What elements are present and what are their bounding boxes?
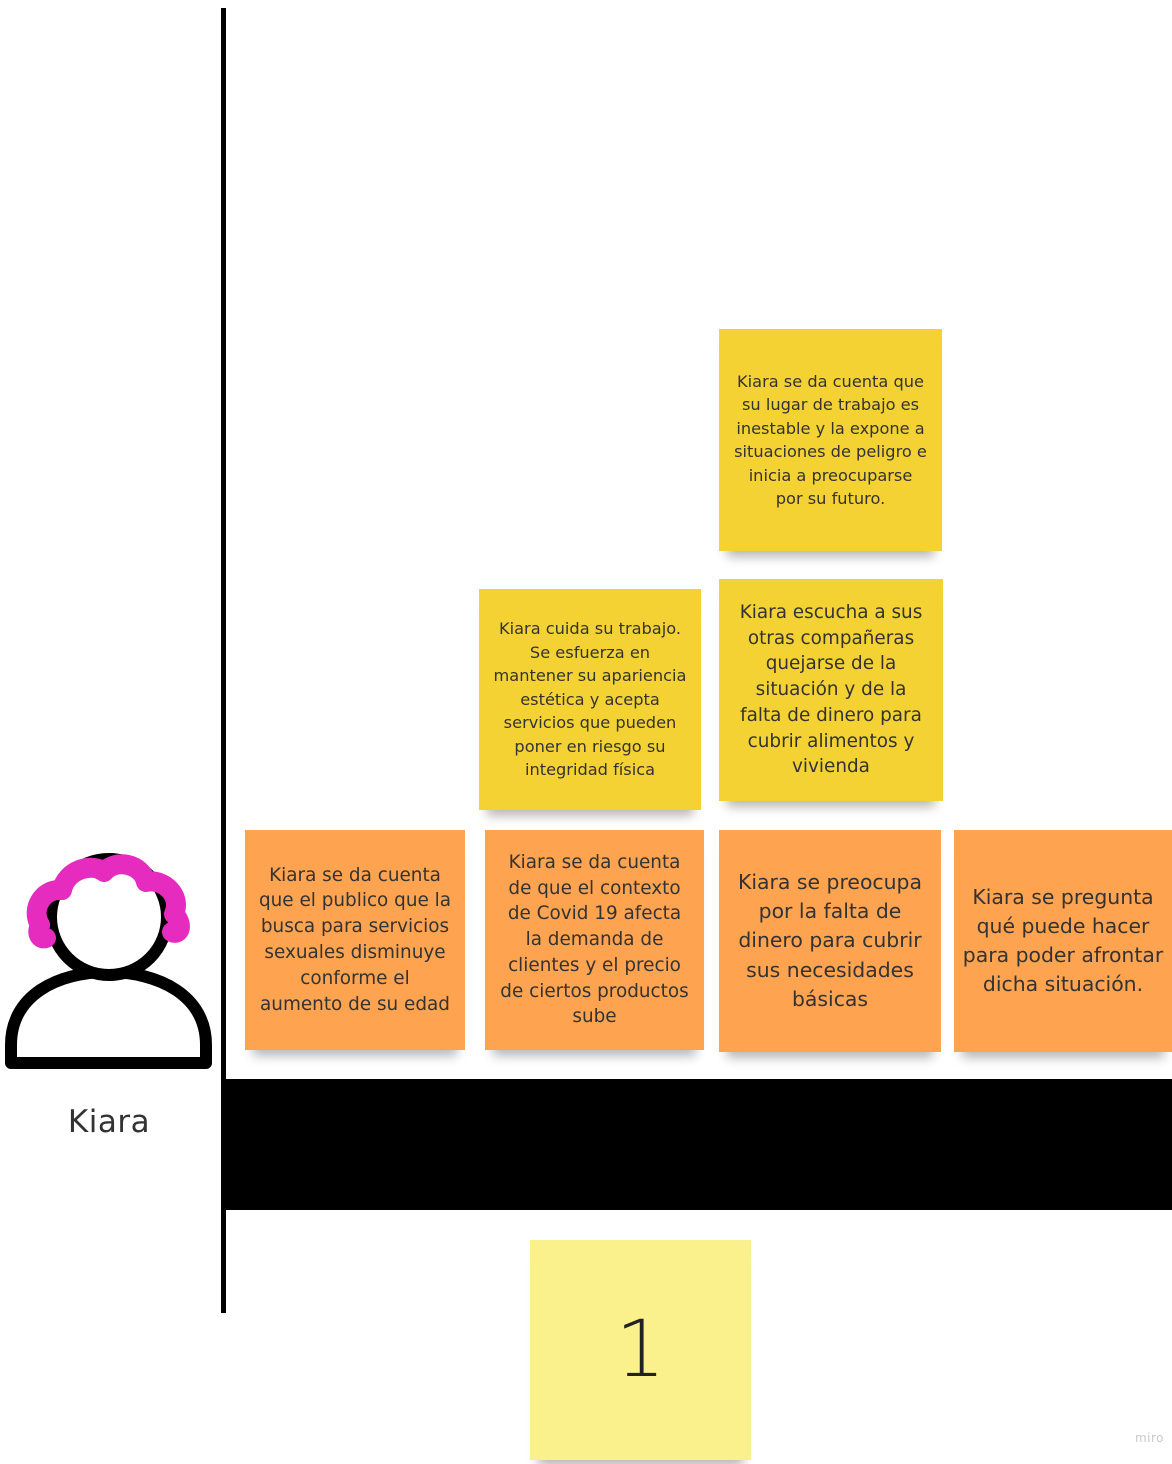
- vertical-divider: [221, 8, 226, 1313]
- sticky-note-text: Kiara se da cuenta de que el contexto de…: [500, 851, 689, 1028]
- sticky-note-age-clients[interactable]: Kiara se da cuenta que el publico que la…: [245, 830, 465, 1050]
- sticky-note-text: Kiara cuida su trabajo. Se esfuerza en m…: [493, 619, 687, 780]
- persona-name: Kiara: [67, 1104, 151, 1140]
- sticky-note-covid-context[interactable]: Kiara se da cuenta de que el contexto de…: [485, 830, 704, 1050]
- user-icon: [5, 853, 212, 1069]
- stage-number-sticky[interactable]: 1: [530, 1240, 751, 1460]
- sticky-note-what-to-do[interactable]: Kiara se pregunta qué puede hacer para p…: [954, 830, 1172, 1052]
- sticky-note-text: Kiara se preocupa por la falta de dinero…: [737, 869, 922, 1011]
- stage-number: 1: [615, 1305, 666, 1395]
- sticky-note-text: Kiara se da cuenta que el publico que la…: [258, 864, 452, 1015]
- sticky-note-hears-coworkers[interactable]: Kiara escucha a sus otras compañeras que…: [719, 579, 943, 801]
- sticky-note-money-worry[interactable]: Kiara se preocupa por la falta de dinero…: [719, 830, 941, 1052]
- stage-divider-band: [221, 1079, 1172, 1210]
- sticky-note-work-instability[interactable]: Kiara se da cuenta que su lugar de traba…: [719, 329, 942, 551]
- hair-icon: [26, 854, 190, 949]
- sticky-note-text: Kiara se pregunta qué puede hacer para p…: [962, 884, 1164, 997]
- sticky-note-text: Kiara se da cuenta que su lugar de traba…: [734, 371, 927, 509]
- persona-avatar: [0, 840, 220, 1080]
- sticky-note-cares-job[interactable]: Kiara cuida su trabajo. Se esfuerza en m…: [479, 589, 701, 810]
- miro-watermark: miro: [1134, 1431, 1164, 1445]
- sticky-note-text: Kiara escucha a sus otras compañeras que…: [739, 601, 923, 778]
